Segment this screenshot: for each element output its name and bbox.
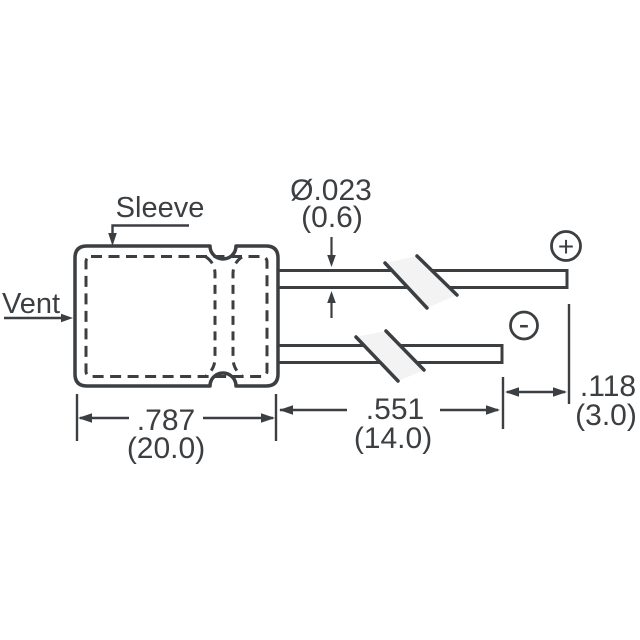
- plus-circle-icon: [550, 230, 582, 262]
- break-slash: [415, 254, 459, 297]
- sleeve-arrowhead-icon: [108, 233, 117, 246]
- arrowhead-left-icon: [505, 387, 519, 397]
- arrowhead-right-icon: [553, 387, 567, 397]
- arrowhead-right-icon: [486, 405, 500, 415]
- break-slash: [354, 335, 400, 383]
- negative-lead-break-mark: [354, 329, 426, 383]
- arrowhead-up-icon: [327, 291, 336, 303]
- break-band: [356, 331, 424, 381]
- plus-sign: +: [558, 231, 574, 262]
- dim-lead-length: .551 (14.0): [279, 377, 505, 455]
- vent-callout: Vent: [2, 288, 73, 323]
- dim-body-length-mm: (20.0): [127, 432, 205, 465]
- dim-lead-tip-offset-mm: (3.0): [575, 399, 637, 432]
- negative-polarity-symbol: -: [509, 306, 539, 342]
- arrowhead-left-icon: [279, 405, 293, 415]
- arrowhead-down-icon: [327, 255, 336, 267]
- arrowhead-left-icon: [78, 413, 92, 423]
- capacitor-body: [73, 244, 280, 388]
- dim-lead-tip-offset: .118 (3.0): [505, 304, 637, 432]
- dim-lead-length-mm: (14.0): [354, 422, 432, 455]
- minus-sign: -: [519, 306, 530, 342]
- break-band: [385, 256, 457, 308]
- minus-circle-icon: [509, 310, 539, 341]
- sleeve-callout: Sleeve: [108, 192, 204, 246]
- dim-lead-diameter: Ø.023 (0.6): [290, 174, 372, 318]
- arrowhead-right-icon: [261, 413, 275, 423]
- dim-lead-diameter-inches: Ø.023: [290, 174, 372, 207]
- sleeve-dashed-outline: [84, 255, 269, 378]
- dim-lead-diameter-mm: (0.6): [301, 201, 363, 234]
- dim-lead-length-inches: .551: [366, 393, 424, 426]
- vent-label: Vent: [2, 288, 60, 320]
- break-slash: [384, 329, 426, 372]
- body-outline: [73, 244, 280, 388]
- crimp-line-right: [231, 255, 243, 378]
- dim-lead-tip-offset-inches: .118: [580, 370, 636, 403]
- sleeve-label: Sleeve: [116, 192, 205, 224]
- crimp-line-left: [205, 255, 217, 378]
- positive-lead-break-mark: [383, 254, 459, 310]
- vent-arrowhead-icon: [61, 313, 73, 323]
- positive-polarity-symbol: +: [550, 230, 582, 262]
- break-slash: [383, 261, 429, 310]
- sleeve-leader-line: [111, 224, 189, 238]
- dim-body-length: .787 (20.0): [75, 394, 278, 465]
- dim-body-length-inches: .787: [137, 404, 195, 437]
